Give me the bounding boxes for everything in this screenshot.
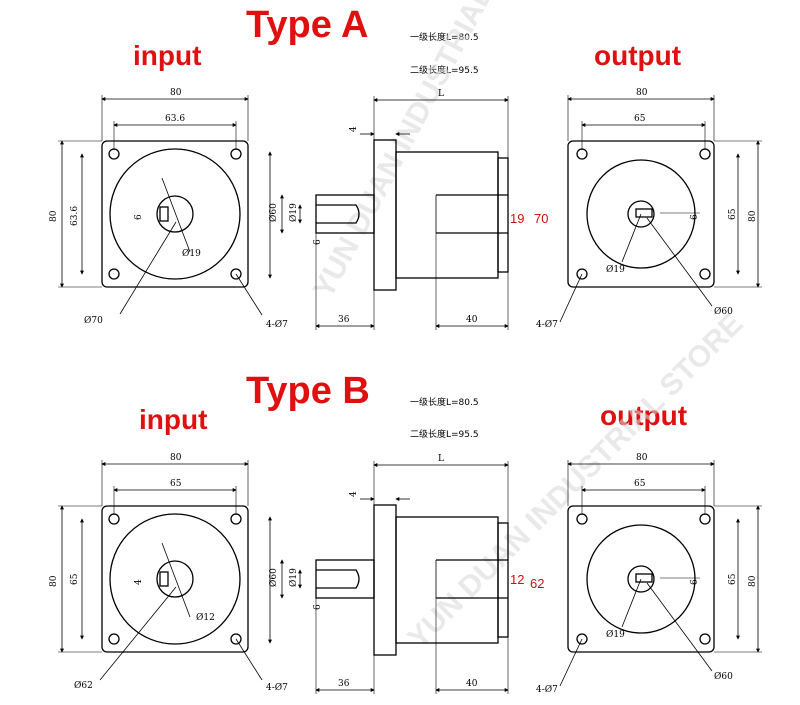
a-side-housing-dia: Ø60 — [268, 203, 279, 222]
b-out-key-width: 6 — [690, 579, 700, 585]
a-out-shaft-dia: Ø19 — [606, 264, 625, 275]
b-out-height: 80 — [748, 575, 758, 587]
type-b-spec-line2: 二级长度L=95.5 — [410, 430, 479, 440]
b-side-flange: 4 — [349, 491, 359, 497]
type-a-title: Type A — [246, 4, 369, 46]
type-a-input-view — [58, 95, 263, 316]
type-a-spec-line1: 一级长度L=80.5 — [410, 33, 479, 43]
a-side-input-len: 36 — [338, 315, 350, 325]
b-in-height-inner: 65 — [70, 573, 80, 585]
b-in-key-width: 4 — [134, 579, 144, 585]
b-out-shaft-dia: Ø19 — [606, 629, 625, 640]
type-a-input-label: input — [133, 40, 202, 71]
type-a-output-view — [559, 95, 762, 323]
a-in-pilot-dia: Ø70 — [84, 315, 103, 326]
b-side-red-shaft: 12 — [510, 572, 524, 587]
type-b-input-label: input — [139, 404, 208, 435]
b-side-input-len: 36 — [338, 679, 350, 689]
b-out-width: 80 — [636, 453, 648, 463]
a-out-holes: 4-Ø7 — [536, 319, 558, 330]
type-b-title: Type B — [246, 370, 370, 412]
a-side-output-len: 40 — [466, 315, 478, 325]
type-b-spec-line1: 一级长度L=80.5 — [410, 398, 479, 408]
b-out-pilot-dia: Ø60 — [714, 671, 733, 682]
b-in-width: 80 — [170, 453, 182, 463]
a-out-key-width: 6 — [690, 214, 700, 220]
b-in-pilot-dia: Ø62 — [74, 680, 93, 691]
b-side-length: L — [438, 454, 444, 464]
b-side-red-pilot: 62 — [530, 576, 544, 591]
a-side-key: 6 — [313, 239, 323, 245]
type-b-output-label: output — [600, 400, 688, 431]
b-in-bolt-spacing: 65 — [170, 479, 182, 489]
type-b-side-view — [268, 461, 509, 694]
a-in-height-inner: 63.6 — [70, 206, 80, 226]
a-out-height: 80 — [748, 210, 758, 222]
type-a-spec-line2: 二级长度L=95.5 — [410, 66, 479, 76]
type-a-output-label: output — [594, 40, 682, 71]
a-side-red-pilot: 70 — [534, 211, 548, 226]
type-b-input-view — [58, 460, 263, 681]
a-in-height: 80 — [49, 210, 59, 222]
b-side-shaft-dia: Ø19 — [288, 568, 299, 587]
b-side-housing-dia: Ø60 — [268, 568, 279, 587]
b-in-height: 80 — [49, 575, 59, 587]
b-in-holes: 4-Ø7 — [266, 682, 288, 693]
svg-text:YUN DUAN INDUSTRIAL STORE: YUN DUAN INDUSTRIAL STORE — [402, 307, 750, 655]
a-out-height-inner: 65 — [728, 208, 738, 220]
b-out-holes: 4-Ø7 — [536, 684, 558, 695]
b-in-shaft-dia: Ø12 — [196, 612, 215, 623]
a-side-length: L — [438, 89, 444, 99]
b-side-output-len: 40 — [466, 679, 478, 689]
a-in-holes: 4-Ø7 — [266, 319, 288, 330]
type-a-side-view — [268, 96, 509, 330]
b-out-height-inner: 65 — [728, 573, 738, 585]
a-out-bolt-spacing: 65 — [634, 114, 646, 124]
a-in-width: 80 — [170, 88, 182, 98]
a-in-shaft-dia: Ø19 — [182, 248, 201, 259]
type-b-output-view — [559, 460, 762, 687]
a-in-bolt-spacing: 63.6 — [165, 114, 185, 124]
a-side-flange: 4 — [349, 126, 359, 132]
a-side-red-shaft: 19 — [510, 211, 524, 226]
a-out-pilot-dia: Ø60 — [714, 306, 733, 317]
b-out-bolt-spacing: 65 — [634, 479, 646, 489]
b-side-key: 6 — [313, 604, 323, 610]
a-out-width: 80 — [636, 88, 648, 98]
a-in-key-width: 6 — [134, 214, 144, 220]
a-side-shaft-dia: Ø19 — [288, 203, 299, 222]
